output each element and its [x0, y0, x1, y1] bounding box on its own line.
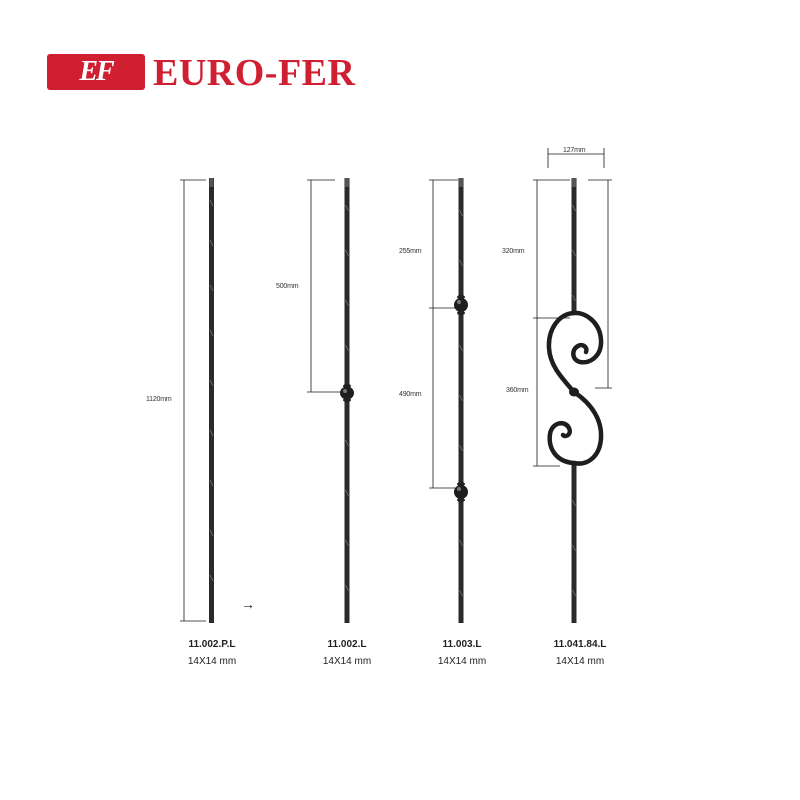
- product-size: 14X14 mm: [187, 656, 237, 667]
- product-code: 11.041.84.L: [553, 639, 607, 650]
- product-code: 11.002.L: [327, 639, 367, 650]
- dimension-label: 500mm: [276, 283, 299, 290]
- logo-mark-text: EF: [79, 56, 114, 87]
- product-code: 11.002.P.L: [188, 639, 236, 650]
- product-size: 14X14 mm: [437, 656, 487, 667]
- product-size: 14X14 mm: [322, 656, 372, 667]
- product-size: 14X14 mm: [555, 656, 605, 667]
- baluster-11-003-l: [454, 178, 468, 623]
- dimension-label: 320mm: [502, 248, 525, 255]
- baluster-11-041-84-l: [546, 178, 604, 623]
- dimension-lines: [180, 148, 612, 622]
- dimension-label: 490mm: [399, 391, 422, 398]
- dimension-label: 360mm: [506, 387, 529, 394]
- arrow-right-icon: →: [241, 596, 255, 612]
- baluster-11-002-l: [340, 178, 354, 623]
- brand-logo: EF EURO-FER: [47, 52, 377, 94]
- baluster-11-002-p-l: [209, 178, 214, 623]
- dimension-label: 255mm: [399, 248, 422, 255]
- brand-name: EURO-FER: [153, 52, 356, 94]
- dimension-label: 1120mm: [146, 396, 172, 403]
- dimension-label: 127mm: [563, 147, 586, 154]
- euro-fer-logo-icon: [47, 54, 145, 90]
- product-code: 11.003.L: [442, 639, 482, 650]
